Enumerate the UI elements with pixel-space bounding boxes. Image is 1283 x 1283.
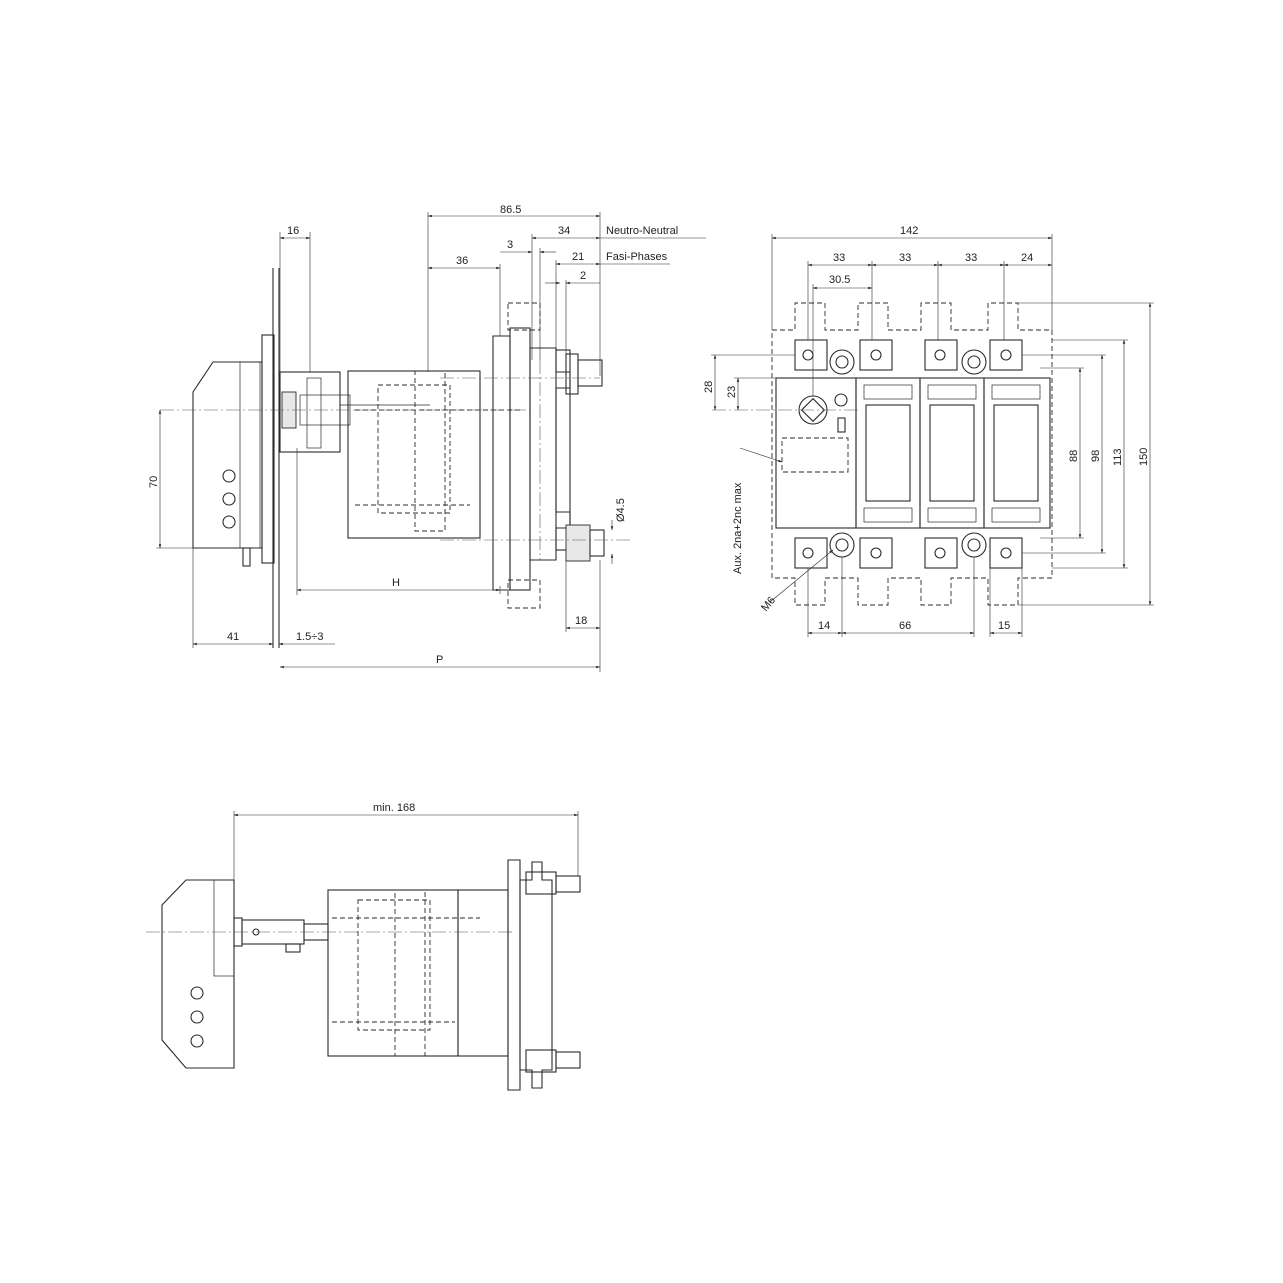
dim-88: 88 xyxy=(1068,450,1080,462)
label-aux: Aux. 2na+2nc max xyxy=(732,482,744,574)
dim-142: 142 xyxy=(900,225,918,237)
dim-2: 2 xyxy=(580,270,586,282)
dim-14: 14 xyxy=(818,620,830,632)
dim-33-a: 33 xyxy=(833,252,845,264)
dim-1-5: 1.5÷3 xyxy=(296,631,323,643)
dim-28: 28 xyxy=(703,381,715,393)
dim-66: 66 xyxy=(899,620,911,632)
dim-4-5: Ø4.5 xyxy=(615,498,627,522)
dim-98: 98 xyxy=(1090,450,1102,462)
dim-41: 41 xyxy=(227,631,239,643)
dim-33-c: 33 xyxy=(965,252,977,264)
dim-86-5: 86.5 xyxy=(500,204,521,216)
dim-18: 18 xyxy=(575,615,587,627)
dim-70: 70 xyxy=(148,476,160,488)
note-phases: Fasi-Phases xyxy=(606,251,668,263)
dim-30-5: 30.5 xyxy=(829,274,850,286)
dim-21: 21 xyxy=(572,251,584,263)
bottom-view: min. 168 xyxy=(146,802,581,1091)
dim-150: 150 xyxy=(1138,448,1150,466)
dim-16: 16 xyxy=(287,225,299,237)
dim-23: 23 xyxy=(726,386,738,398)
dim-H: H xyxy=(392,577,400,589)
dim-P: P xyxy=(436,654,443,666)
note-neutral: Neutro-Neutral xyxy=(606,225,678,237)
dim-33-b: 33 xyxy=(899,252,911,264)
dim-24: 24 xyxy=(1021,252,1033,264)
dim-34: 34 xyxy=(558,225,570,237)
dim-3: 3 xyxy=(507,239,513,251)
dim-36: 36 xyxy=(456,255,468,267)
front-view: 142 33 33 33 24 30.5 28 23 88 98 113 xyxy=(703,225,1154,637)
dim-min-168: min. 168 xyxy=(373,802,415,814)
dim-15: 15 xyxy=(998,620,1010,632)
dim-113: 113 xyxy=(1112,448,1124,466)
side-view: 16 86.5 34 Neutro-Neutral 3 36 21 Fasi-P… xyxy=(148,204,706,672)
